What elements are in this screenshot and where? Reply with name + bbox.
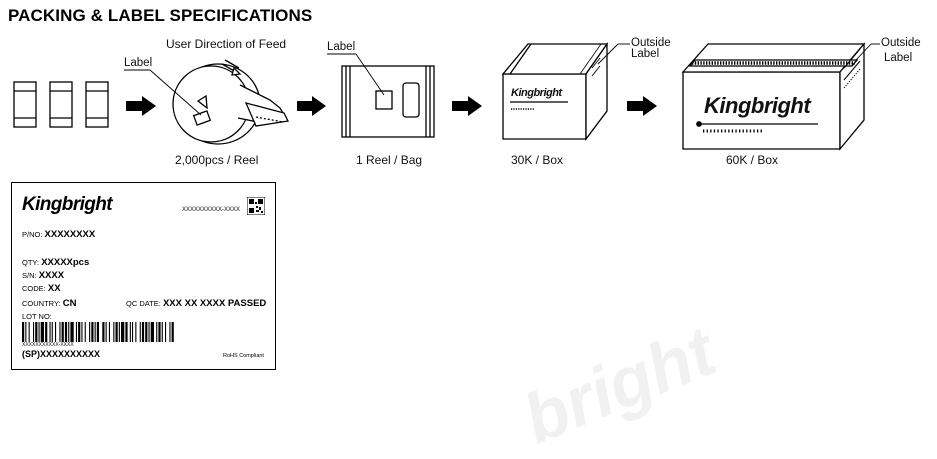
reel-caption: 2,000pcs / Reel	[175, 153, 259, 167]
rohs-badge: RoHS Compliant	[223, 353, 264, 359]
label-specimen: Kingbright XXXXXXXXXX-XXXX P/NO: XXXXXXX…	[11, 182, 276, 370]
bag-icon	[341, 65, 435, 138]
watermark: bright	[512, 311, 726, 459]
box60-outside-label-line2: Label	[884, 52, 913, 64]
label-qty: QTY: XXXXXpcs	[22, 257, 90, 268]
qr-code-icon	[247, 197, 265, 215]
page-title: PACKING & LABEL SPECIFICATIONS	[8, 6, 313, 25]
component-icon	[13, 81, 109, 128]
box30-brand-logo: Kingbright	[511, 87, 562, 99]
reel-icon	[172, 59, 289, 145]
barcode-text: XXXXXXXXXXX-XXXX	[22, 342, 74, 348]
label-code-field: CODE: XX	[22, 283, 61, 294]
label-lot-no: LOT NO:	[22, 312, 52, 321]
box30-caption: 30K / Box	[511, 153, 564, 167]
bag-caption: 1 Reel / Bag	[356, 153, 423, 167]
packing-flow-diagram	[13, 41, 880, 151]
label-brand-logo: Kingbright	[22, 194, 113, 215]
flow-arrow-icon	[126, 96, 657, 116]
label-qc-date: QC DATE: XXX XX XXXX PASSED	[126, 298, 267, 309]
box60-outside-label-line1: Outside	[881, 37, 921, 49]
box30-outside-label-line1: Outside	[631, 37, 671, 49]
box-60k-icon	[681, 42, 866, 151]
box60-brand-logo: Kingbright	[704, 93, 811, 118]
box30-outside-label-line2: Label	[631, 48, 660, 60]
label-sn: S/N: XXXX	[22, 270, 65, 281]
feed-direction-label: User Direction of Feed	[166, 37, 287, 51]
box60-caption: 60K / Box	[726, 153, 779, 167]
label-code: XXXXXXXXXX-XXXX	[182, 207, 241, 213]
label-pno: P/NO: XXXXXXXX	[22, 229, 96, 240]
bag-label-callout: Label	[327, 41, 356, 53]
reel-label-callout: Label	[124, 57, 153, 69]
label-country: COUNTRY: CN	[22, 298, 77, 309]
box-30k-icon	[501, 41, 609, 141]
label-sp-line: (SP)XXXXXXXXXX	[22, 349, 101, 359]
barcode-icon	[22, 322, 174, 342]
